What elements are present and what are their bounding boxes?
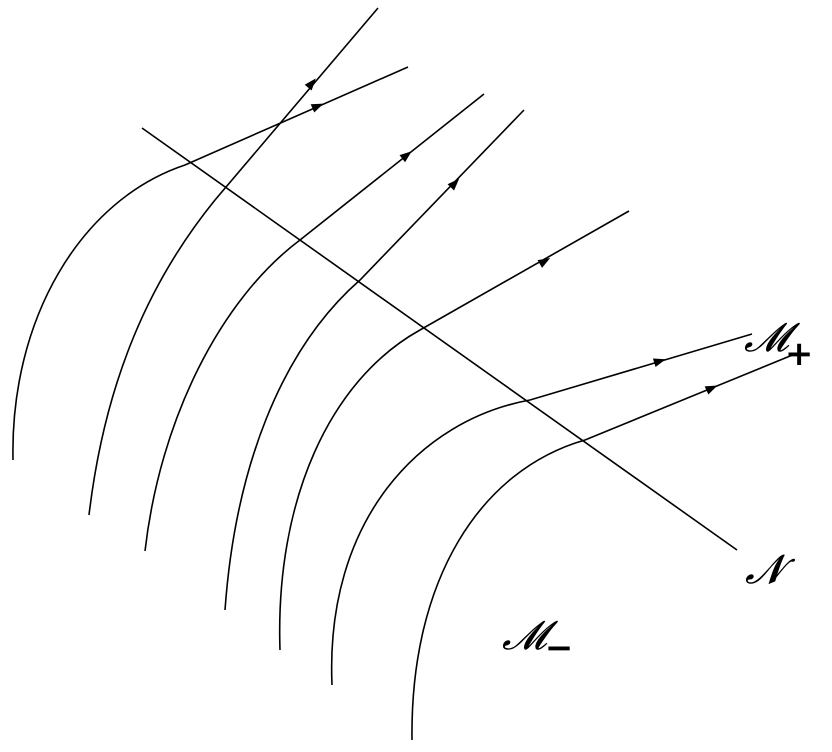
label-m-minus-sub: − (544, 628, 574, 668)
trajectory-4 (224, 109, 525, 611)
arrow-icon (310, 103, 324, 113)
arrow-icon (447, 178, 460, 191)
label-m-minus-main: 𝓜 (502, 613, 547, 659)
label-m-plus: 𝓜+ (744, 315, 817, 371)
trajectory-2 (88, 7, 379, 516)
trajectory-3 (144, 93, 485, 552)
arrow-icon (704, 385, 718, 395)
label-m-minus: 𝓜− (502, 613, 575, 665)
transversal-line-n (141, 127, 738, 551)
arrow-icon (652, 358, 666, 368)
arrow-icon (399, 151, 412, 163)
label-n: 𝓝 (745, 550, 783, 590)
label-m-plus-sub: + (784, 334, 814, 374)
trajectory-7 (411, 353, 796, 741)
trajectory-1 (12, 66, 409, 461)
trajectory-5 (278, 210, 630, 651)
trajectory-group (12, 7, 796, 741)
label-m-plus-main: 𝓜 (744, 315, 789, 361)
label-n-main: 𝓝 (745, 547, 784, 593)
arrow-icon (304, 78, 316, 91)
trajectory-6 (330, 333, 753, 686)
arrow-icon (537, 258, 551, 268)
